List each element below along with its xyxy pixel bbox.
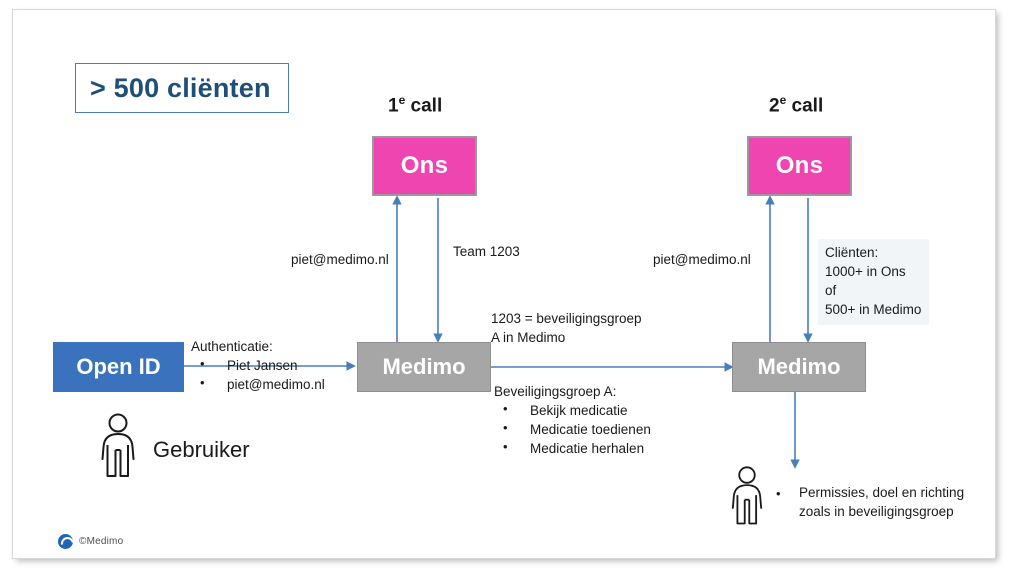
- clienten-callout-text: > 500 cliënten: [90, 72, 271, 103]
- medimo-logo-icon: [58, 534, 73, 549]
- list-item: Piet Jansen: [191, 355, 325, 375]
- call1-up-arrow-label: piet@medimo.nl: [291, 252, 389, 267]
- gebruiker-label: Gebruiker: [153, 437, 250, 462]
- slide-frame: > 500 cliënten 1e call 2e call Ons Ons M…: [13, 10, 995, 558]
- clienten-note-line: 1000+ in Ons: [825, 264, 906, 280]
- clienten-callout: > 500 cliënten: [75, 63, 289, 113]
- node-medimo-second-label: Medimo: [757, 354, 841, 379]
- second-call-sup: e: [779, 93, 787, 107]
- permissions-line: zoals in beveiligingsgroep: [799, 504, 954, 520]
- second-call-suffix: call: [786, 95, 824, 117]
- list-item: Medicatie toedienen: [494, 419, 651, 439]
- node-medimo-first[interactable]: Medimo: [357, 342, 491, 392]
- first-call-label: 1e call: [388, 93, 442, 117]
- node-medimo-first-label: Medimo: [382, 354, 466, 379]
- person-icon: [101, 413, 135, 477]
- node-ons-second-call[interactable]: Ons: [747, 136, 852, 196]
- node-medimo-second[interactable]: Medimo: [732, 342, 866, 392]
- authenticatie-list: Piet Jansen piet@medimo.nl: [191, 355, 325, 394]
- group-mapping-line: A in Medimo: [491, 330, 566, 346]
- first-call-suffix: call: [405, 95, 443, 117]
- group-mapping-line: 1203 = beveiligingsgroep: [491, 311, 642, 326]
- second-call-number: 2: [769, 95, 780, 117]
- node-open-id[interactable]: Open ID: [53, 342, 184, 392]
- second-call-label: 2e call: [769, 93, 823, 117]
- authenticatie-title: Authenticatie:: [191, 339, 273, 354]
- list-item: Bekijk medicatie: [494, 400, 651, 420]
- clienten-note-line: 500+ in Medimo: [825, 302, 922, 318]
- diagram-canvas: > 500 cliënten 1e call 2e call Ons Ons M…: [13, 10, 995, 558]
- security-group-title: Beveiligingsgroep A:: [494, 384, 617, 399]
- permissions-bullet-icon: •: [776, 486, 781, 501]
- footer-copyright: ©Medimo: [79, 536, 124, 547]
- clienten-note-line: Cliënten:: [825, 245, 879, 260]
- node-ons-second-label: Ons: [775, 152, 824, 179]
- node-open-id-label: Open ID: [76, 354, 161, 379]
- group-mapping-note: 1203 = beveiligingsgroep A in Medimo: [491, 309, 642, 347]
- first-call-number: 1: [388, 95, 399, 117]
- clienten-note: Cliënten: 1000+ in Ons of 500+ in Medimo: [818, 239, 930, 325]
- clienten-note-line: of: [825, 283, 837, 299]
- security-group-note: Beveiligingsgroep A: Bekijk medicatie Me…: [494, 382, 651, 459]
- first-call-sup: e: [398, 93, 406, 107]
- permissions-note: Permissies, doel en richting zoals in be…: [799, 483, 964, 521]
- authenticatie-note: Authenticatie: Piet Jansen piet@medimo.n…: [191, 337, 325, 394]
- call1-down-arrow-label: Team 1203: [453, 244, 520, 259]
- footer: ©Medimo: [58, 534, 123, 549]
- node-ons-first-label: Ons: [400, 152, 449, 179]
- list-item: Medicatie herhalen: [494, 438, 651, 458]
- security-group-list: Bekijk medicatie Medicatie toedienen Med…: [494, 400, 651, 458]
- list-item: piet@medimo.nl: [191, 374, 325, 394]
- call2-up-arrow-label: piet@medimo.nl: [653, 252, 751, 267]
- permissions-line: Permissies, doel en richting: [799, 485, 965, 500]
- node-ons-first-call[interactable]: Ons: [372, 136, 477, 196]
- person-icon: [731, 466, 763, 525]
